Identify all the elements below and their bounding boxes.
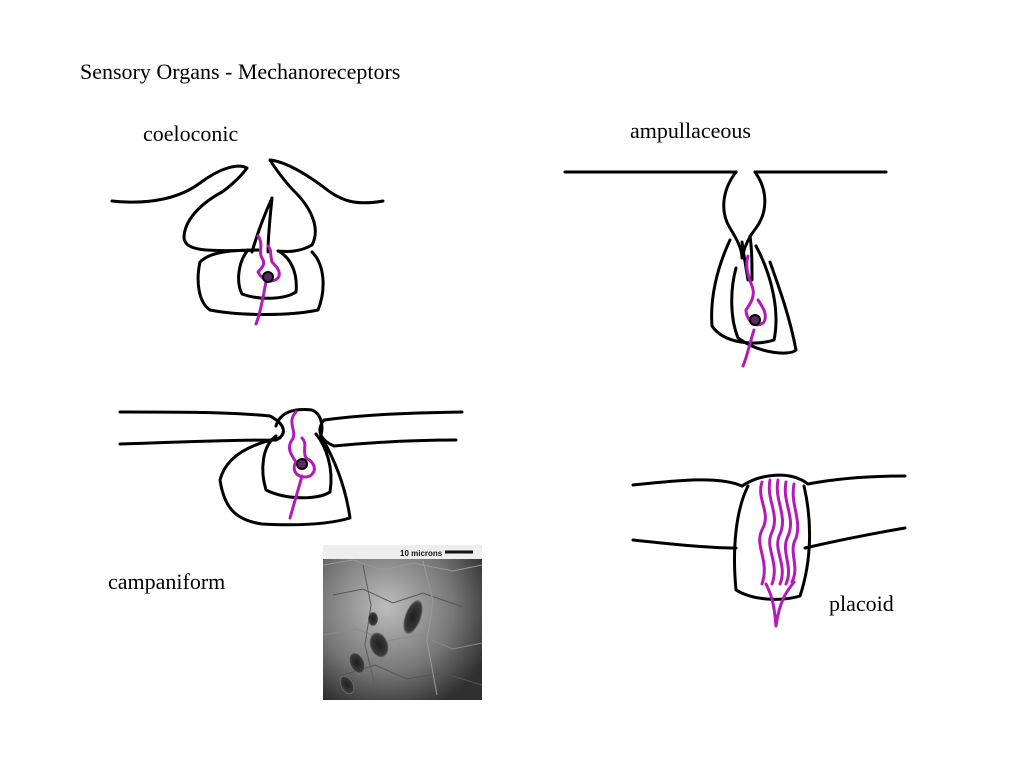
ampullaceous-tube <box>722 170 767 260</box>
micrograph-scale-label: 10 microns <box>398 548 445 559</box>
campaniform-cuticle-right <box>318 410 464 448</box>
ampullaceous-cell <box>730 260 798 355</box>
campaniform-axon <box>288 474 304 520</box>
placoid-cuticle-left <box>631 478 744 488</box>
campaniform-nucleus <box>296 458 308 470</box>
campaniform-cuticle-left <box>118 410 285 446</box>
placoid-axon <box>764 580 796 628</box>
campaniform-dome <box>274 408 324 440</box>
coeloconic-socket <box>196 248 325 316</box>
ampullaceous-label: ampullaceous <box>630 118 751 143</box>
coeloconic-axon <box>254 280 268 326</box>
coeloconic-label: coeloconic <box>143 121 239 146</box>
ampullaceous-nucleus <box>749 314 761 326</box>
campaniform-label: campaniform <box>108 569 226 594</box>
coeloconic-cuticle-right <box>268 158 385 253</box>
ampullaceous-diagram <box>563 170 888 368</box>
placoid-label: placoid <box>829 591 894 616</box>
ampullaceous-chamber <box>710 238 778 345</box>
coeloconic-diagram <box>110 158 385 326</box>
ampullaceous-axon <box>741 328 756 368</box>
coeloconic-cuticle-left <box>110 164 260 253</box>
coeloconic-nucleus <box>262 271 274 283</box>
campaniform-inner-cell <box>261 432 333 500</box>
slide-title: Sensory Organs - Mechanoreceptors <box>80 59 401 84</box>
ampullaceous-dendrite <box>744 254 767 327</box>
placoid-plate-top <box>740 473 810 488</box>
campaniform-diagram <box>118 408 464 527</box>
coeloconic-cell <box>237 248 298 300</box>
placoid-cuticle-right <box>806 474 907 486</box>
campaniform-outer-cell <box>218 436 352 527</box>
placoid-cuticle-left-lower <box>631 538 738 550</box>
campaniform-dendrite <box>288 410 316 479</box>
placoid-diagram <box>631 473 907 628</box>
placoid-cell <box>733 484 812 601</box>
placoid-cuticle-right-lower <box>803 526 907 550</box>
campaniform-micrograph: 10 microns <box>323 545 482 700</box>
placoid-dendrites <box>758 478 800 586</box>
